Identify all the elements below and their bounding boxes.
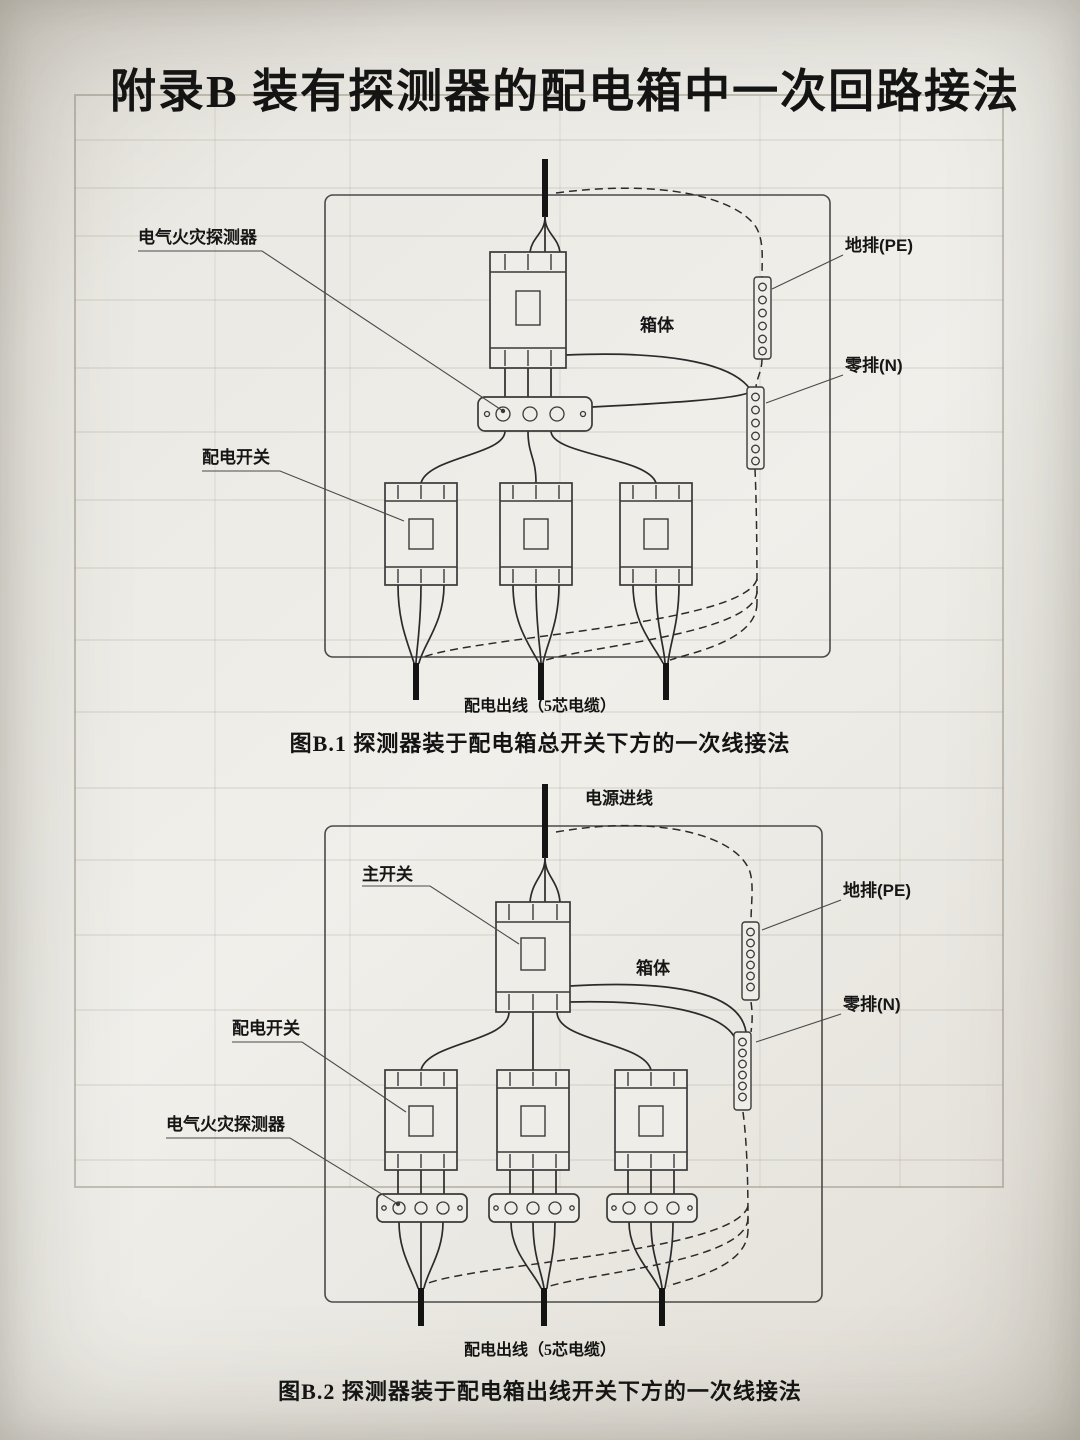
fig1-caption: 图B.1 探测器装于配电箱总开关下方的一次线接法 (289, 731, 791, 756)
n-terminal-bar (733, 1031, 752, 1111)
distribution-breaker-3 (619, 482, 693, 586)
n-terminal-bar (746, 386, 765, 470)
pe-leader-line (761, 899, 842, 931)
fig1-cable-caption: 配电出线（5芯电缆） (463, 698, 616, 715)
page-title: 附录B 装有探测器的配电箱中一次回路接法 (110, 65, 1021, 117)
n-leader-line (755, 1013, 842, 1043)
fig2-switch-label: 配电开关 (232, 1018, 300, 1038)
detector-leader-line (138, 250, 504, 412)
distribution-breaker-2 (496, 1069, 570, 1171)
fig1-switch-label: 配电开关 (202, 447, 270, 467)
pe-terminal-bar (753, 276, 772, 360)
switch-detector-wires (504, 367, 552, 398)
switch-leader-line (202, 470, 405, 522)
distribution-breaker-1 (384, 1069, 458, 1171)
fig2-incoming-label: 电源进线 (585, 788, 653, 808)
detector-breaker-wires (420, 430, 657, 484)
main-switch (495, 901, 571, 1013)
fig2-pe-label: 地排(PE) (843, 880, 911, 900)
incoming-supply-wires (529, 784, 561, 903)
pe-terminal-bar (741, 921, 760, 1001)
detector-leader-dot (395, 1201, 401, 1207)
breaker-detector-wires (397, 1169, 675, 1195)
fire-detector-3 (606, 1193, 698, 1223)
fire-detector (477, 396, 593, 432)
incoming-supply-wires (529, 159, 561, 253)
fig2-n-label: 零排(N) (842, 994, 901, 1014)
switch-breaker-wires (420, 1011, 652, 1071)
enclosure-box (324, 825, 823, 1303)
pe-n-routing-wires (420, 187, 763, 661)
fire-detector-1 (376, 1193, 468, 1223)
fig2-main-label: 主开关 (362, 864, 413, 884)
detector-leader-dot (500, 408, 506, 414)
main-switch (489, 251, 567, 369)
fig1-pe-label: 地排(PE) (845, 235, 913, 255)
n-leader-line (765, 374, 844, 404)
distribution-breaker-3 (614, 1069, 688, 1171)
fig1-box-label: 箱体 (640, 315, 675, 335)
enclosure-box (324, 194, 831, 658)
fig1-detector-label: 电气火灾探测器 (138, 227, 258, 247)
figure-b2-diagram: 电源进线 (166, 784, 911, 1326)
fig2-detector-label: 电气火灾探测器 (166, 1114, 286, 1134)
outgoing-wires (398, 1221, 674, 1326)
fire-detector-2 (488, 1193, 580, 1223)
pe-n-routing-wires (425, 824, 753, 1287)
distribution-breaker-2 (499, 482, 573, 586)
pe-leader-line (771, 254, 844, 290)
fig1-n-label: 零排(N) (844, 355, 903, 375)
switch-leader-line (232, 1041, 407, 1113)
fig2-caption: 图B.2 探测器装于配电箱出线开关下方的一次线接法 (278, 1379, 802, 1404)
distribution-breaker-1 (384, 482, 458, 586)
detector-leader-line (166, 1137, 399, 1205)
outgoing-wires (397, 584, 680, 700)
figure-b1-diagram: 电气火灾探测器 箱体 地排(PE) 零排(N) 配电开关 (138, 159, 913, 700)
main-switch-leader-line (362, 885, 520, 945)
fig2-box-label: 箱体 (636, 958, 671, 978)
fig2-cable-caption: 配电出线（5芯电缆） (463, 1342, 616, 1359)
